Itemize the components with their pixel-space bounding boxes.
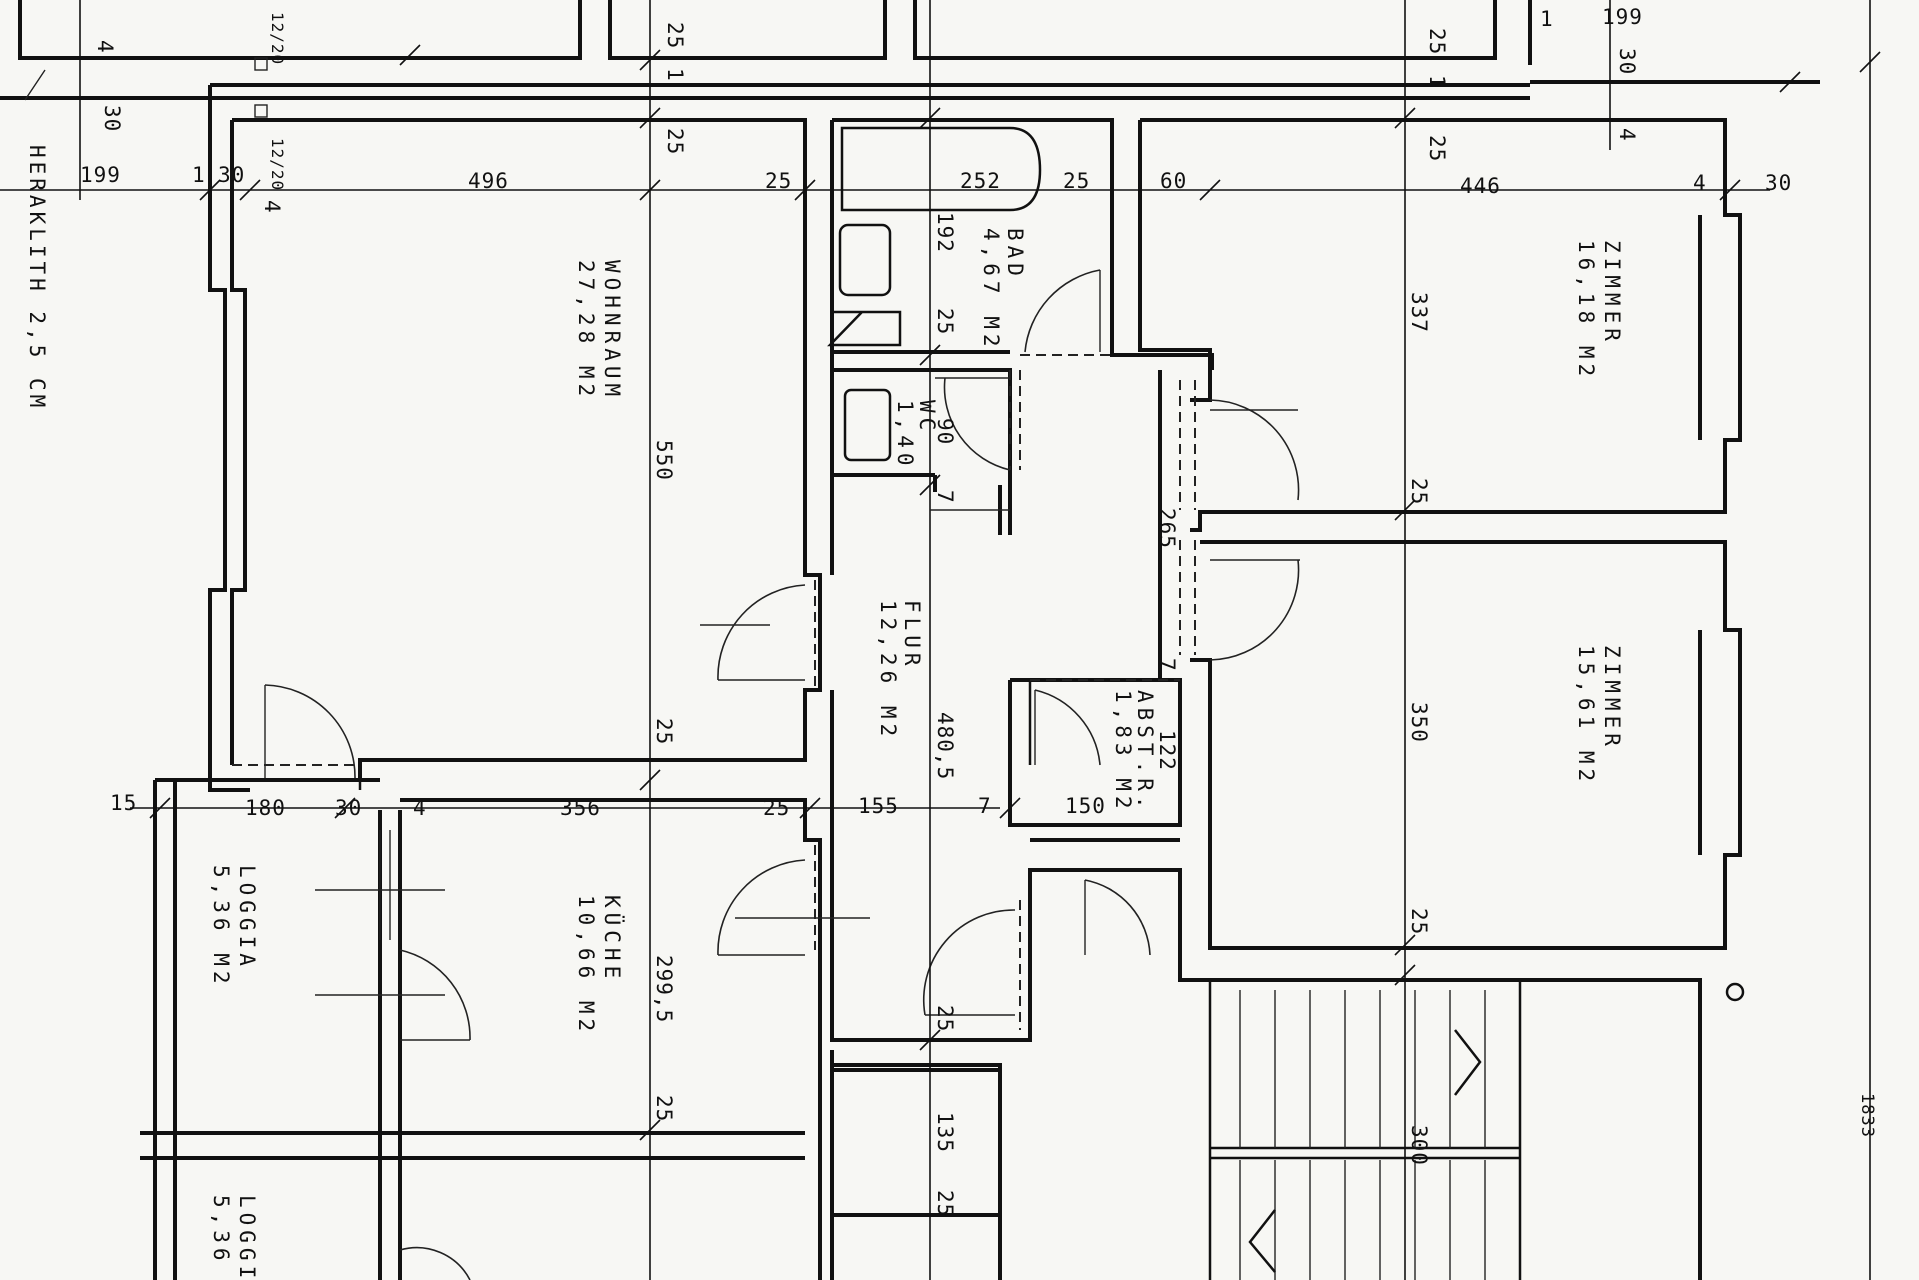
dim-25-zimmer-2: 25 xyxy=(1407,908,1431,935)
dim-265: 265 xyxy=(1155,508,1179,549)
dim-7-abst: 7 xyxy=(1155,658,1179,672)
room-area-wohnraum: 27,28 M2 xyxy=(574,260,598,401)
openings xyxy=(232,354,1196,1030)
dim-12-20-top: 12/20 xyxy=(268,12,287,65)
dim-180: 180 xyxy=(245,796,286,820)
room-name-flur: FLUR xyxy=(900,600,924,671)
room-area-loggia-2: 5,36 M2 xyxy=(209,1195,233,1280)
dim-90: 90 xyxy=(933,418,957,445)
dim-25-kitchen: 25 xyxy=(763,796,790,820)
dim-25-top-2: 25 xyxy=(663,128,687,155)
dim-12-20-mid: 12/20 xyxy=(268,138,287,191)
dim-4-top: 4 xyxy=(93,40,117,54)
dimension-labels-top-rotated: 4 30 12/20 12/20 4 25 1 25 25 1 25 1 30 … xyxy=(93,7,1639,214)
dim-199-right: 199 xyxy=(1602,5,1643,29)
dim-1-top-3: 1 xyxy=(1540,7,1554,31)
room-area-kueche: 10,66 M2 xyxy=(574,895,598,1036)
room-name-loggia-2: LOGGIA xyxy=(235,1195,259,1280)
dim-1-left: 1 xyxy=(192,163,206,187)
room-name-wc: WC xyxy=(915,400,939,435)
dim-1-top-1: 1 xyxy=(663,68,687,82)
dim-135: 135 xyxy=(933,1112,957,1153)
stair-arrow-up xyxy=(1454,1029,1482,1096)
room-name-kueche: KÜCHE xyxy=(600,895,625,983)
dim-337: 337 xyxy=(1407,292,1431,333)
dim-30-right: 30 xyxy=(1765,171,1792,195)
walls xyxy=(0,0,1820,1280)
doors xyxy=(264,269,1300,1280)
room-labels: WOHNRAUM 27,28 M2 BAD 4,67 M2 WC 1,40 FL… xyxy=(209,228,1624,1280)
dim-155: 155 xyxy=(858,794,899,818)
material-note: HERAKLITH 2,5 CM xyxy=(25,145,49,411)
dim-496: 496 xyxy=(468,169,509,193)
dim-150: 150 xyxy=(1065,794,1106,818)
dim-350: 350 xyxy=(1407,702,1431,743)
room-name-bad: BAD xyxy=(1003,228,1027,281)
toilet-icon xyxy=(843,388,892,462)
washbasin-icon xyxy=(838,223,892,297)
dim-30-kitchen: 30 xyxy=(335,796,362,820)
dim-192: 192 xyxy=(933,212,957,253)
dim-25-b: 25 xyxy=(1063,169,1090,193)
dim-25-a: 25 xyxy=(765,169,792,193)
room-area-bad: 4,67 M2 xyxy=(979,228,1003,352)
stair-arrow-down xyxy=(1248,1209,1276,1273)
room-area-zimmer-2: 15,61 M2 xyxy=(1574,645,1598,786)
dim-25-top-3: 25 xyxy=(1425,28,1449,55)
dim-25-living: 25 xyxy=(652,718,676,745)
dim-1833: 1833 xyxy=(1857,1093,1877,1138)
shower-tray-icon xyxy=(827,310,902,347)
room-area-wc: 1,40 xyxy=(893,400,917,471)
dim-25-top-1: 25 xyxy=(663,22,687,49)
stair-drain-icon xyxy=(1725,982,1745,1002)
room-area-loggia-1: 5,36 M2 xyxy=(209,865,233,989)
room-name-loggia-1: LOGGIA xyxy=(235,865,259,971)
room-area-zimmer-1: 16,18 M2 xyxy=(1574,240,1598,381)
dim-30-top: 30 xyxy=(100,105,124,132)
dim-550: 550 xyxy=(652,440,676,481)
dim-15: 15 xyxy=(110,791,137,815)
misc-marks xyxy=(254,57,1010,996)
room-name-zimmer-1: ZIMMER xyxy=(1600,240,1624,346)
dim-480-5: 480,5 xyxy=(933,712,957,780)
dim-25-zimmer: 25 xyxy=(1407,478,1431,505)
dimension-labels-kitchen-row: 15 180 30 4 356 25 155 7 150 xyxy=(110,791,1106,820)
dim-7-kitchen: 7 xyxy=(978,794,992,818)
room-name-wohnraum: WOHNRAUM xyxy=(600,260,624,401)
dim-25-lower: 25 xyxy=(933,1005,957,1032)
room-area-flur: 12,26 M2 xyxy=(876,600,900,741)
dimension-labels-top: 199 1 30 496 25 252 25 60 446 4 30 199 xyxy=(80,5,1792,198)
dim-30-left: 30 xyxy=(218,163,245,187)
dim-299-5: 299,5 xyxy=(652,955,676,1023)
dim-25-top-4: 25 xyxy=(1425,135,1449,162)
dim-446: 446 xyxy=(1460,174,1501,198)
dim-4-mid: 4 xyxy=(260,200,284,214)
dim-1-top-2: 1 xyxy=(1425,75,1449,89)
stair-treads xyxy=(1239,990,1486,1280)
dim-4-kitchen: 4 xyxy=(413,796,427,820)
room-area-abst-r: 1,83 M2 xyxy=(1111,690,1135,814)
room-name-abst-r: ABST.R. xyxy=(1133,690,1157,814)
dim-60: 60 xyxy=(1160,169,1187,193)
dim-300: 300 xyxy=(1407,1125,1431,1166)
dim-356: 356 xyxy=(560,796,601,820)
dim-252: 252 xyxy=(960,169,1001,193)
dim-25-bad: 25 xyxy=(933,308,957,335)
dim-25-kitchen-v: 25 xyxy=(652,1095,676,1122)
dim-4-top-right: 4 xyxy=(1615,128,1639,142)
dim-25-bottom: 25 xyxy=(933,1190,957,1217)
dim-30-top-right: 30 xyxy=(1615,48,1639,75)
dim-199-left: 199 xyxy=(80,163,121,187)
fixtures xyxy=(827,126,1745,1002)
bathtub-icon xyxy=(840,126,1042,212)
dim-7-flur: 7 xyxy=(933,490,957,504)
dimension-labels-vertical: 550 25 299,5 25 192 25 90 7 480,5 25 135… xyxy=(652,212,1877,1217)
dim-4-right: 4 xyxy=(1693,171,1707,195)
heraklith-note: HERAKLITH 2,5 CM xyxy=(25,145,49,411)
room-name-zimmer-2: ZIMMER xyxy=(1600,645,1624,751)
dim-122: 122 xyxy=(1155,730,1179,771)
